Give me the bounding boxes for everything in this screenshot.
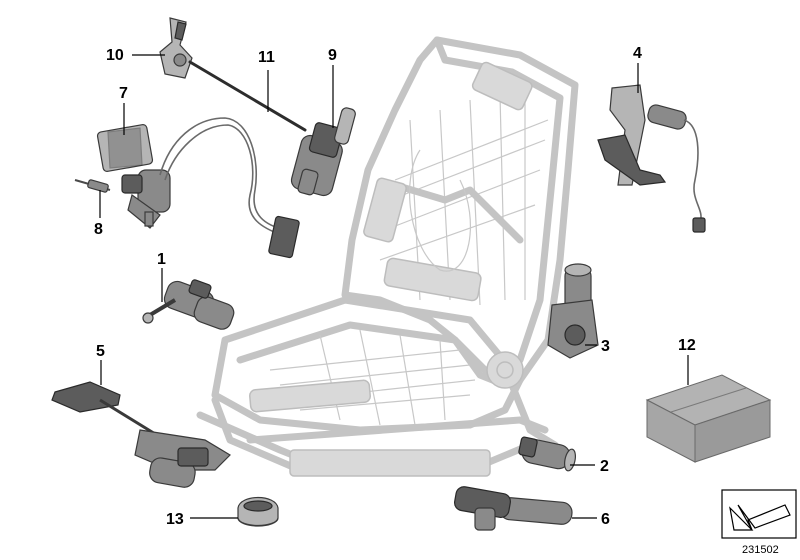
callout-12: 12 [678,337,696,354]
part-1-drive [142,279,235,330]
callout-3: 3 [601,338,610,355]
callout-6: 6 [601,511,610,528]
part-7-motor [96,117,286,236]
arrow-icon [729,504,791,531]
callout-10: 10 [106,47,124,64]
part-12-box [645,374,772,463]
navigation-box[interactable] [721,489,797,539]
seat-frame [196,36,579,477]
cable-connector [268,215,300,259]
callout-4: 4 [633,45,642,62]
part-8-pin [74,179,111,193]
part-9-motor [290,107,356,197]
diagram-number: 231502 [742,544,779,556]
callout-5: 5 [96,343,105,360]
part-6-actuator [453,486,573,531]
part-5-slide [51,381,231,488]
callout-labels: 10 11 9 7 8 4 1 5 3 12 2 6 13 [94,45,696,528]
callout-1: 1 [157,251,166,268]
part-4-bracket [597,84,706,233]
callout-13: 13 [166,511,184,528]
callout-11: 11 [258,49,275,66]
callout-2: 2 [600,458,609,475]
part-10-handle [159,17,193,79]
part-3-motor [547,263,599,359]
part-11-rod [188,60,307,132]
callout-9: 9 [328,47,337,64]
leader-lines [99,54,689,519]
callout-8: 8 [94,221,103,238]
part-2-actuator [518,436,576,472]
part-13-button [237,497,279,527]
callout-7: 7 [119,85,128,102]
